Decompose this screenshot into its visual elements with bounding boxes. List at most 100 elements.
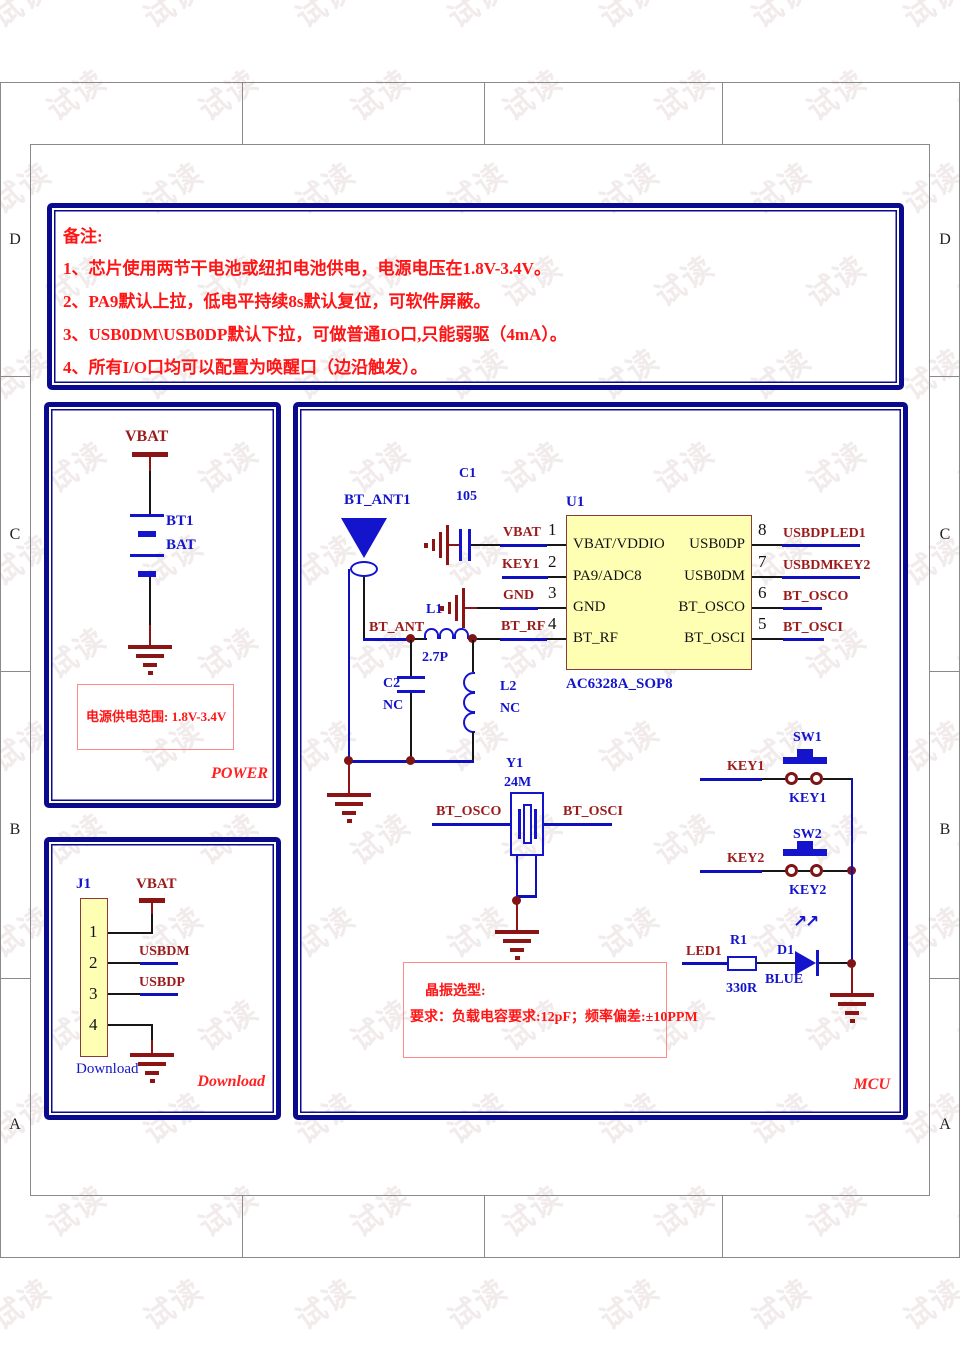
wire	[782, 544, 860, 547]
value-l2: NC	[500, 701, 521, 716]
wire	[471, 732, 474, 762]
crystal-note-line1: 晶振选型:	[425, 984, 486, 999]
antenna-icon	[341, 518, 387, 558]
frame-tick	[242, 82, 243, 144]
pin-number: 7	[758, 552, 767, 571]
wire	[150, 902, 154, 914]
wire	[850, 966, 854, 993]
power-box	[44, 402, 281, 808]
wire	[752, 544, 782, 547]
switch-contact	[810, 864, 823, 877]
wire	[409, 693, 412, 762]
value-l1: 2.7P	[422, 650, 449, 665]
notes-item: 4、所有I/O口均可以配置为唤醒口（边沿触发）。	[63, 358, 428, 377]
value-y1: 24M	[504, 775, 532, 790]
capacitor-c2-icon	[397, 690, 425, 694]
net-label-vbat: VBAT	[503, 525, 541, 540]
net-label-bt-rf: BT_RF	[501, 619, 546, 634]
wire	[140, 993, 178, 996]
wire	[500, 607, 538, 610]
designator-l1: L1	[426, 602, 443, 617]
net-label-bt-osci: BT_OSCI	[563, 804, 623, 819]
net-label-vbat: VBAT	[125, 428, 169, 445]
frame-tick	[484, 1195, 485, 1258]
net-label-gnd: GND	[503, 588, 535, 603]
pin-number: 4	[548, 614, 557, 633]
notes-title: 备注:	[63, 227, 103, 246]
battery-icon	[130, 554, 164, 557]
crystal-body	[523, 804, 532, 844]
junction-dot	[406, 756, 415, 765]
wire	[409, 640, 412, 676]
frame-tick	[0, 671, 30, 672]
net-label-usbdp: USBDP	[139, 975, 185, 990]
led-arrow-icon: ↗	[793, 912, 808, 932]
wire	[150, 1024, 153, 1040]
pin-number: 2	[548, 552, 557, 571]
notes-item: 3、USB0DM\USB0DP默认下拉，可做普通IO口,只能弱驱（4mA）。	[63, 325, 567, 344]
junction-dot	[468, 634, 477, 643]
wire	[108, 962, 140, 965]
frame-tick	[484, 82, 485, 144]
inductor-l1-icon	[439, 628, 454, 639]
capacitor-c1-icon	[459, 529, 463, 561]
net-label-key2: KEY2	[727, 851, 765, 866]
frame-tick	[722, 1195, 723, 1258]
designator-r1: R1	[730, 933, 748, 948]
designator-c2: C2	[383, 676, 401, 691]
led-d1-icon	[795, 951, 816, 975]
frame-tick	[722, 82, 723, 144]
pin-name: GND	[573, 599, 606, 615]
designator-bat: BAT	[166, 537, 196, 553]
power-rail-icon	[139, 898, 165, 903]
wire	[783, 607, 822, 610]
ground-icon	[830, 993, 874, 1024]
wire	[752, 638, 783, 641]
wire	[363, 638, 411, 641]
led-cathode-bar	[816, 950, 819, 976]
wire	[757, 962, 795, 965]
designator-j1: J1	[76, 876, 91, 892]
wire	[347, 569, 351, 762]
wire	[783, 638, 824, 641]
pin-number: 8	[758, 520, 767, 539]
frame-tick	[0, 376, 30, 377]
wire	[108, 932, 152, 935]
wire	[823, 778, 852, 781]
junction-dot	[512, 896, 521, 905]
grid-row-label: A	[939, 1116, 951, 1133]
wire	[516, 895, 537, 898]
wire	[798, 778, 810, 781]
junction-dot	[406, 634, 415, 643]
crystal-note-box	[403, 962, 667, 1058]
ground-icon	[440, 588, 465, 628]
wire	[547, 638, 566, 641]
led-arrow-icon: ↗	[805, 912, 820, 932]
wire	[471, 544, 500, 547]
wire	[700, 870, 762, 873]
pin-name: PA9/ADC8	[573, 568, 642, 584]
wire	[547, 544, 566, 547]
pin-number: 2	[89, 953, 98, 972]
wire	[148, 625, 152, 645]
wire	[762, 778, 786, 781]
ground-icon	[327, 793, 371, 824]
wire	[515, 856, 519, 902]
designator-bt1: BT1	[166, 513, 194, 529]
crystal-note-line2: 要求：负载电容要求:12pF；频率偏差:±10PPM	[410, 1010, 698, 1025]
net-label-led1: LED1	[686, 944, 722, 959]
crystal-y1-icon	[510, 792, 544, 856]
wire	[148, 577, 151, 625]
wire	[148, 455, 152, 471]
designator-bt-ant1: BT_ANT1	[344, 492, 411, 508]
switch-contact	[785, 864, 798, 877]
mcu-box	[293, 402, 908, 1120]
value-d1: BLUE	[765, 972, 804, 987]
capacitor-c1-icon	[468, 529, 472, 561]
value-c2: NC	[383, 698, 404, 713]
grid-row-label: B	[939, 821, 951, 838]
net-label-led1: LED1	[830, 526, 866, 541]
antenna-feed-icon	[350, 561, 378, 577]
value-r1: 330R	[726, 981, 758, 996]
